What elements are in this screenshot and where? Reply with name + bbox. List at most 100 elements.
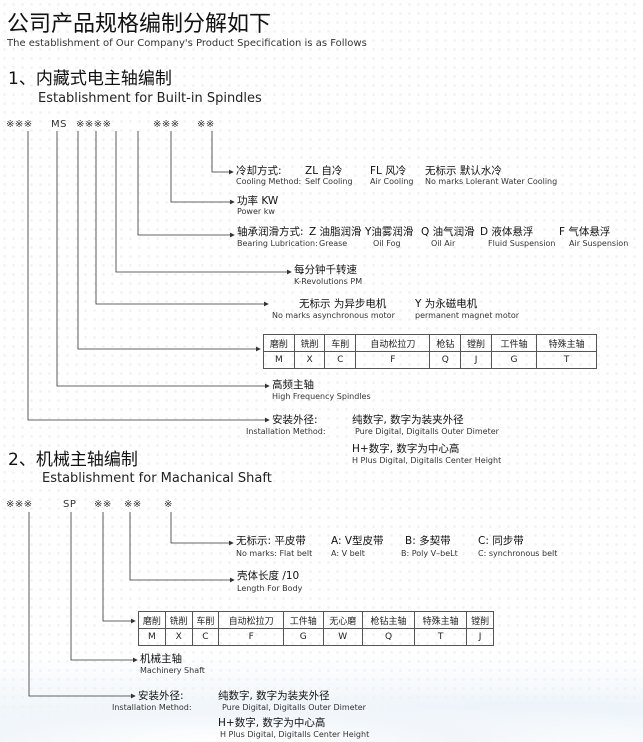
s1-connector-motor [95, 131, 269, 307]
s1-function-table: 磨削 铣削 车削 自动松拉刀 枪钻 镗削 工件轴 特殊主轴 M X C F Q … [263, 334, 597, 369]
s1-install-opt2: H+数字, 数字为中心高 [352, 443, 460, 455]
power-label-en: Power kw [237, 207, 275, 216]
table-cell: J [466, 628, 494, 646]
table-cell: J [460, 351, 492, 369]
s2-install-opt2: H+数字, 数字为中心高 [218, 717, 326, 729]
s1-install-label: 安装外径: [272, 414, 318, 426]
s2-connector-function [102, 512, 136, 624]
s1-code-1: ※※※ [6, 119, 33, 130]
s2-install-opt2-en: H Plus Digital, Digitalls Center Height [220, 730, 370, 739]
table-cell: M [138, 628, 166, 646]
s1-code-2: ※※※※ [76, 119, 112, 130]
motor-pm-en: permanent magnet motor [415, 311, 520, 320]
s1-connector-power [170, 131, 235, 205]
motor-pm: Y 为永磁电机 [415, 298, 478, 310]
lubrication-label: 轴承润滑方式: [237, 226, 304, 238]
belt-label: 无标示: 平皮带 [236, 535, 306, 547]
belt-opt-c: C: 同步带 [478, 535, 524, 547]
lub-opt-z: Z 油脂润滑 [309, 226, 362, 238]
table-cell: T [414, 628, 468, 646]
table-cell: W [322, 628, 363, 646]
s1-install-opt1-en: Pure Digital, Digitalls Outer Dimeter [355, 427, 499, 436]
belt-opt-a-en: A: V belt [331, 549, 365, 558]
section2-title: 2、机械主轴编制 [8, 450, 138, 470]
s2-function-table: 磨削 铣削 车削 自动松拉刀 工件轴 无心磨 枪钻主轴 特殊主轴 镗削 M X … [138, 611, 494, 646]
lub-opt-f-en: Air Suspension [569, 239, 629, 248]
cloud-background [0, 690, 643, 742]
lub-opt-f: F 气体悬浮 [559, 226, 611, 238]
table-cell: T [536, 351, 597, 369]
belt-opt-c-en: C: synchronous belt [478, 549, 558, 558]
belt-opt-b: B: 多契带 [405, 535, 451, 547]
s1-install-opt2-en: H Plus Digital, Digitalls Center Height [352, 456, 502, 465]
s2-connector-length [129, 512, 235, 583]
s2-code-4: ※ [164, 499, 173, 510]
machinery-label-en: Machinery Shaft [140, 666, 205, 675]
s2-code-sp: SP [63, 499, 77, 510]
s2-install-opt1: 纯数字, 数字为装夹外径 [218, 690, 330, 702]
speed-label: 每分钟千转速 [294, 264, 357, 276]
table-cell: C [324, 351, 357, 369]
page-subtitle: The establishment of Our Company's Produ… [7, 38, 367, 49]
belt-opt-b-en: B: Poly V–beLt [401, 549, 458, 558]
machinery-label: 机械主轴 [140, 653, 182, 665]
speed-label-en: K-Revolutions PM [294, 277, 363, 286]
s1-table-header-row: 磨削 铣削 车削 自动松拉刀 枪钻 镗削 工件轴 特殊主轴 [263, 334, 597, 352]
s1-code-4: ※※ [197, 119, 215, 130]
table-cell: G [490, 351, 538, 369]
cooling-opt-fl-en: Air Cooling [370, 177, 414, 186]
table-cell: M [263, 351, 295, 369]
s1-install-opt1: 纯数字, 数字为装夹外径 [352, 414, 464, 426]
freq-label-en: High Frequency Spindles [272, 392, 371, 401]
length-label-en: Length For Body [237, 584, 303, 593]
belt-label-en: No marks: Flat belt [236, 549, 313, 558]
lub-opt-y-en: Oil Fog [373, 239, 401, 248]
s1-table-code-row: M X C F Q J G T [263, 351, 597, 369]
s2-connector-machinery [70, 512, 138, 663]
motor-async: 无标示 为异步电机 [299, 298, 387, 310]
s2-code-2: ※※ [94, 499, 112, 510]
s2-install-label-en: Installation Method: [112, 703, 192, 712]
lub-opt-y: Y油雾润滑 [365, 226, 414, 238]
length-label: 壳体长度 /10 [237, 570, 300, 582]
power-label: 功率 KW [237, 195, 279, 207]
s2-connector-belt [170, 512, 234, 546]
section1-title: 1、内藏式电主轴编制 [8, 69, 172, 89]
s1-connector-function [77, 131, 261, 352]
cooling-label-en: Cooling Method: [236, 177, 302, 186]
section2-title-en: Establishment for Machanical Shaft [42, 471, 272, 486]
page-title: 公司产品规格编制分解如下 [7, 12, 272, 37]
cooling-opt-zl: ZL 自冷 [305, 165, 343, 177]
s2-table-code-row: M X C F G W Q T J [138, 628, 494, 646]
cooling-opt-zl-en: Self Cooling [305, 177, 353, 186]
freq-label: 高频主轴 [272, 379, 314, 391]
s1-install-label-en: Installation Method: [246, 427, 326, 436]
s2-code-1: ※※※ [6, 499, 33, 510]
cooling-opt-fl: FL 风冷 [370, 165, 407, 177]
table-cell: F [218, 628, 285, 646]
s2-connector-install [28, 512, 136, 699]
lub-opt-q: Q 油气润滑 [421, 226, 475, 238]
table-cell: 特殊主轴 [414, 611, 468, 629]
s1-connector-freq [56, 131, 270, 389]
cooling-opt-default: 无标示 默认水冷 [425, 165, 502, 177]
cooling-label: 冷却方式: [236, 165, 282, 177]
s1-connector-lubrication [137, 131, 235, 238]
lub-opt-z-en: Grease [319, 239, 348, 248]
s2-install-opt1-en: Pure Digital, Digitalls Outer Dimeter [222, 703, 366, 712]
s1-connector-speed [115, 131, 292, 275]
s1-connector-install [27, 131, 270, 423]
s1-connector-cooling [211, 131, 234, 175]
lub-opt-d-en: Fluid Suspension [488, 239, 556, 248]
s1-code-3: ※※※ [153, 119, 180, 130]
s2-code-3: ※※ [124, 499, 142, 510]
cooling-opt-default-en: No marks Lolerant Water Cooling [425, 177, 558, 186]
section1-title-en: Establishment for Built-in Spindles [38, 91, 262, 106]
s1-code-ms: MS [51, 119, 67, 130]
table-cell: F [355, 351, 431, 369]
motor-async-en: No marks asynchronous motor [272, 311, 395, 320]
lub-opt-d: D 液体悬浮 [480, 226, 534, 238]
belt-opt-a: A: V型皮带 [331, 535, 384, 547]
table-cell: G [283, 628, 324, 646]
